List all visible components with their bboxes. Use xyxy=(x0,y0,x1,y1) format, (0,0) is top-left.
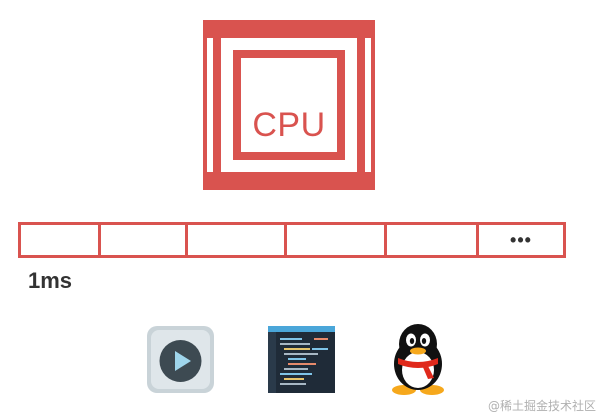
time-slice xyxy=(287,225,387,255)
cpu-label: CPU xyxy=(252,106,326,144)
time-slice-unit-label: 1ms xyxy=(28,268,73,293)
time-slice-ellipsis: ••• xyxy=(510,229,532,250)
time-slice xyxy=(188,225,287,255)
time-slice xyxy=(21,225,101,255)
play-icon xyxy=(147,326,214,393)
code-editor-icon xyxy=(268,326,335,393)
watermark: @稀土掘金技术社区 xyxy=(487,399,596,413)
time-slice-bar: ••• xyxy=(18,222,566,258)
qq-penguin-icon xyxy=(386,322,450,396)
time-slice xyxy=(101,225,188,255)
time-slice xyxy=(387,225,479,255)
cpu-chip-icon: CPU xyxy=(203,20,375,190)
